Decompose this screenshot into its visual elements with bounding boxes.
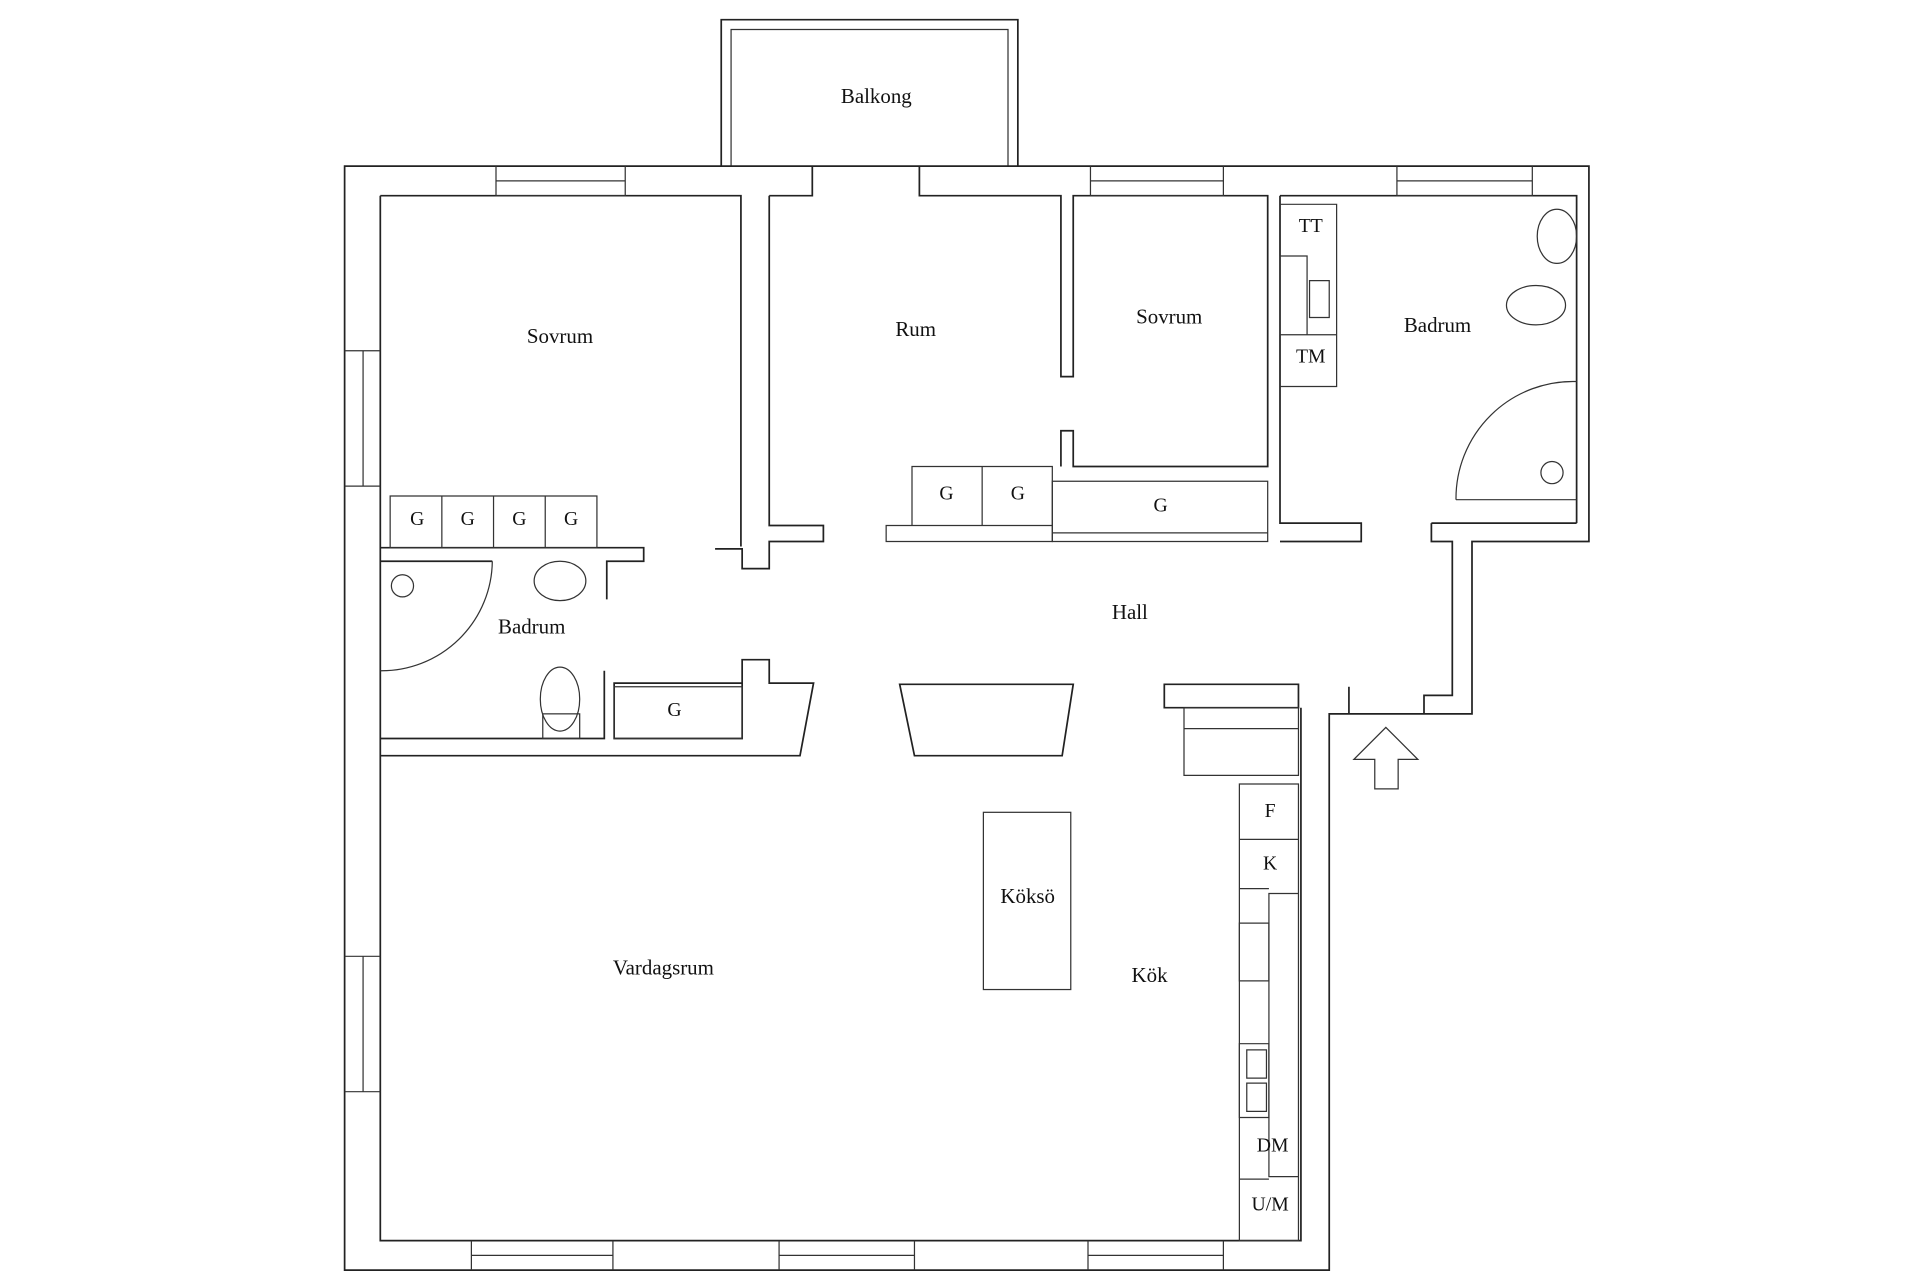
- wardrobe-label: G: [939, 482, 953, 504]
- label-bedroom-left: Sovrum: [527, 324, 593, 348]
- kitchen-fixtures: [982, 707, 1300, 1242]
- label-kitchen: Kök: [1132, 963, 1169, 987]
- wardrobe-label: G: [1011, 482, 1025, 504]
- dryer-label: TT: [1299, 215, 1323, 237]
- windows: [344, 166, 1533, 1271]
- label-kitchen-island: Köksö: [1000, 884, 1055, 908]
- label-balcony: Balkong: [841, 84, 912, 108]
- bath-fixtures: [380, 208, 1578, 740]
- wardrobe-label: G: [461, 508, 475, 530]
- kitchen-island: [982, 811, 1072, 991]
- label-hall: Hall: [1112, 600, 1148, 624]
- wardrobe-label: G: [410, 508, 424, 530]
- wardrobe-label: G: [512, 508, 526, 530]
- label-bedroom-mid: Sovrum: [1136, 305, 1202, 329]
- freezer-label: F: [1265, 800, 1276, 822]
- wardrobe-label: G: [1154, 495, 1168, 517]
- label-bathroom-left: Badrum: [498, 615, 565, 639]
- wardrobe-label: G: [564, 508, 578, 530]
- label-bathroom-right: Badrum: [1404, 313, 1471, 337]
- outer-walls: [343, 165, 1590, 1272]
- balcony: [720, 18, 1019, 167]
- washer-label: TM: [1296, 346, 1326, 368]
- entrance-arrow-icon: [1352, 726, 1420, 790]
- fridge-label: K: [1263, 853, 1278, 875]
- label-living-room: Vardagsrum: [613, 956, 714, 980]
- label-room: Rum: [895, 317, 936, 341]
- wardrobe-label: G: [667, 699, 681, 721]
- oven-micro-label: U/M: [1252, 1194, 1289, 1216]
- dishwasher-label: DM: [1257, 1135, 1289, 1157]
- wardrobes: [389, 203, 1338, 740]
